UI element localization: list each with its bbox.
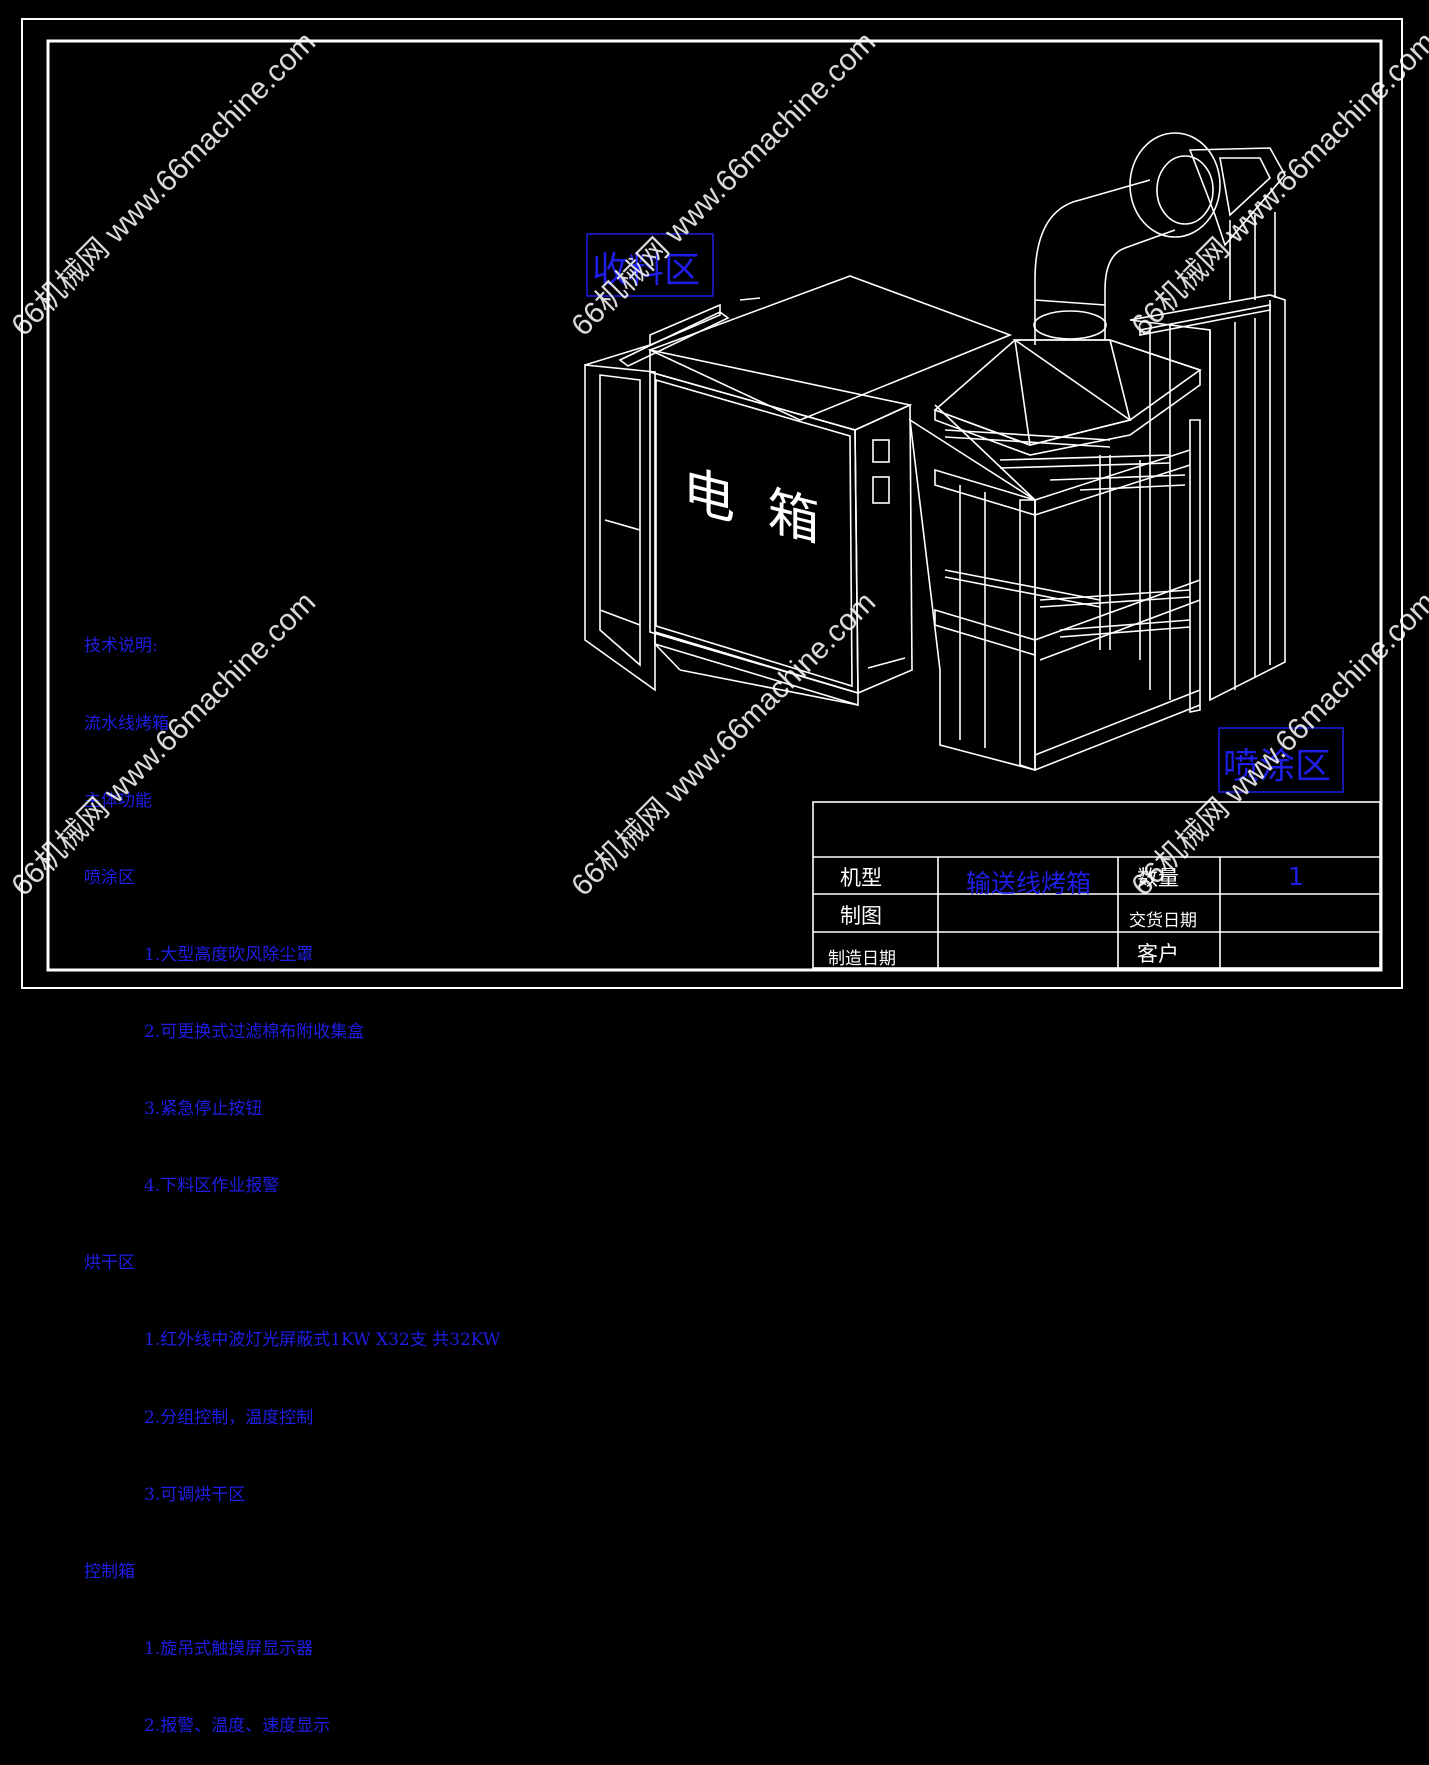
notes-spray-item: 3.紧急停止按钮 [144,1099,263,1120]
notes-bake-item: 1.红外线中波灯光屏蔽式1KW X32支 共32KW [144,1330,501,1351]
model-value: 输送线烤箱 [966,869,1092,898]
delivery-date-label: 交货日期 [1129,911,1197,931]
receive-zone-box [586,233,714,297]
title-block [812,801,1381,969]
notes-control-item: 1.旋吊式触摸屏显示器 [144,1638,314,1659]
notes-line-2: 主体功能 [84,790,152,811]
receive-zone-label: 收料区 [592,250,701,291]
drawn-by-label: 制图 [840,904,882,928]
outer-frame [21,18,1403,989]
quantity-label: 数量 [1137,866,1179,890]
notes-spray-item: 4.下料区作业报警 [144,1176,280,1197]
model-label: 机型 [840,866,882,890]
notes-bake-item: 2.分组控制，温度控制 [144,1407,314,1428]
inner-frame [46,39,1383,972]
technical-notes: 技术说明: 流水线烤箱 主体功能 喷涂区 1.大型高度吹风除尘罩 2.可更换式过… [84,583,500,1765]
notes-section-bake: 烘干区 [84,1253,135,1274]
client-label: 客户 [1137,942,1179,966]
manufacture-date-label: 制造日期 [828,949,896,969]
notes-spray-item: 2.可更换式过滤棉布附收集盒 [144,1021,365,1042]
notes-control-item: 2.报警、温度、速度显示 [144,1715,331,1736]
notes-spray-item: 1.大型高度吹风除尘罩 [144,944,314,965]
notes-title: 技术说明: [84,636,158,657]
spray-zone-box [1218,727,1344,793]
notes-section-control: 控制箱 [84,1561,135,1582]
oven-machine-drawing [584,132,1286,772]
cad-drawing-canvas [21,18,1403,989]
quantity-value: 1 [1288,862,1304,891]
spray-zone-label: 喷涂区 [1223,746,1332,787]
notes-section-spray: 喷涂区 [84,867,135,888]
notes-line-1: 流水线烤箱 [84,713,169,734]
notes-bake-item: 3.可调烘干区 [144,1484,246,1505]
